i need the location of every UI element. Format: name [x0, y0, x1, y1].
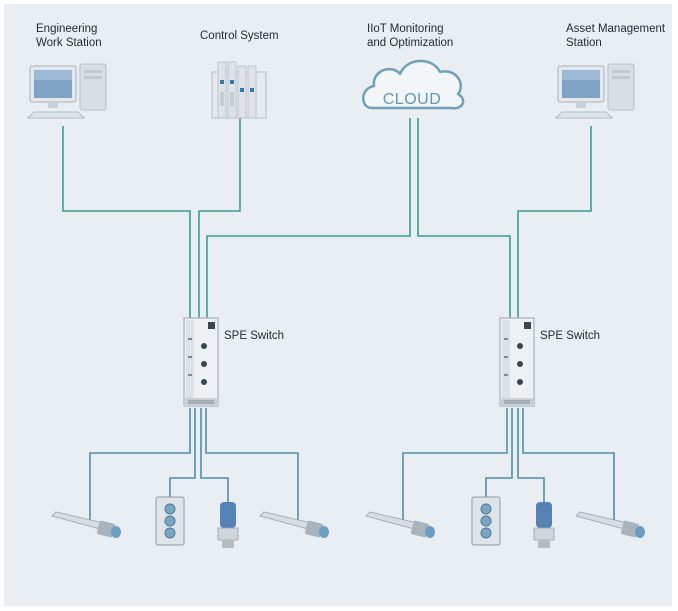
diagram-background — [4, 4, 672, 606]
link-left-sensor-4 — [205, 408, 299, 520]
spe-switch-left-label: SPE Switch — [224, 330, 285, 342]
level-sensor-icon — [217, 502, 239, 548]
control-system-icon — [211, 61, 267, 119]
link-right-sensor-2 — [485, 408, 513, 497]
link-cloud-to-left-switch — [206, 118, 411, 320]
iiot-label-line1: IIoT Monitoring — [367, 23, 444, 35]
engineering-workstation-label: Engineering Work Station — [36, 22, 102, 50]
link-engineering-to-left-switch — [62, 126, 191, 320]
iiot-label: IIoT Monitoring and Optimization — [367, 22, 453, 50]
link-asset-to-right-switch — [517, 126, 592, 320]
asset-label-line1: Asset Management — [566, 23, 666, 35]
proximity-sensor-icon — [575, 511, 645, 538]
io-module-icon — [471, 496, 501, 546]
asset-label-line2: Station — [566, 37, 602, 49]
level-sensor-icon — [533, 502, 555, 548]
spe-switch-right-label: SPE Switch — [540, 330, 601, 342]
link-right-sensor-4 — [522, 408, 615, 520]
spe-switch-right-icon — [499, 317, 535, 407]
proximity-sensor-icon — [259, 511, 329, 538]
link-left-sensor-3 — [200, 408, 229, 502]
upper-links — [62, 118, 592, 320]
asset-management-label: Asset Management Station — [566, 22, 665, 50]
link-cloud-to-right-switch — [417, 118, 511, 320]
proximity-sensor-icon — [365, 511, 435, 538]
cloud-label: CLOUD — [383, 91, 442, 108]
engineering-label-line2: Work Station — [36, 37, 102, 49]
asset-management-icon — [554, 63, 635, 119]
io-module-icon — [155, 496, 185, 546]
cloud-icon: CLOUD — [362, 59, 465, 110]
engineering-label-line1: Engineering — [36, 23, 98, 35]
spe-switch-left-icon — [183, 317, 219, 407]
engineering-workstation-icon — [26, 63, 107, 119]
control-system-label: Control System — [200, 30, 279, 42]
link-control-to-left-switch — [198, 118, 241, 320]
field-links — [89, 408, 615, 520]
link-right-sensor-1 — [402, 408, 508, 520]
link-left-sensor-2 — [169, 408, 196, 497]
iiot-label-line2: and Optimization — [367, 37, 454, 49]
proximity-sensor-icon — [51, 511, 121, 538]
link-right-sensor-3 — [517, 408, 545, 502]
link-left-sensor-1 — [89, 408, 191, 520]
